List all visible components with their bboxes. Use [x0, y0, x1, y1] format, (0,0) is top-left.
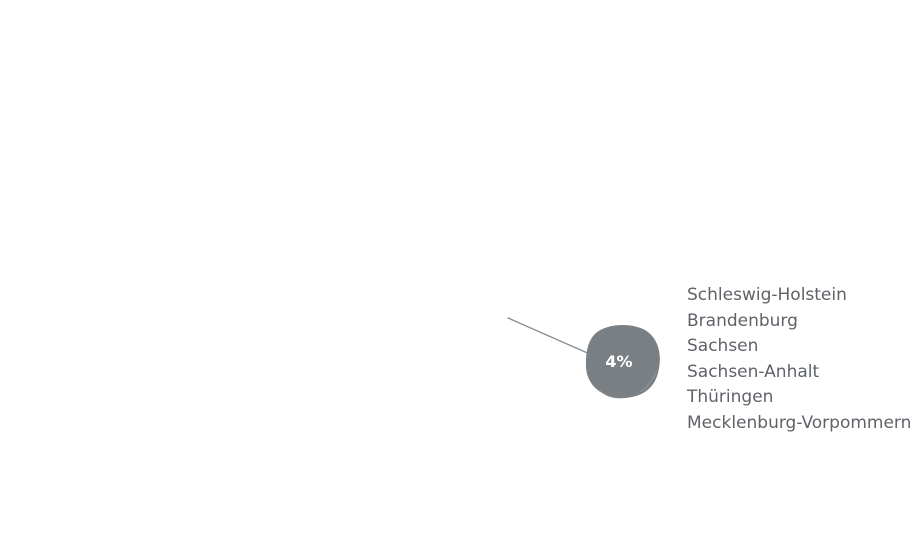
bubble-shape: [585, 324, 660, 399]
connector-line: [507, 317, 593, 356]
state-item: Schleswig-Holstein: [687, 285, 847, 305]
state-item: Mecklenburg-Vorpommern: [687, 412, 912, 433]
state-item: Brandenburg: [687, 310, 798, 331]
state-item: Sachsen: [687, 336, 759, 356]
state-item: Sachsen-Anhalt: [687, 361, 820, 382]
bubble-percent-label: 4%: [605, 352, 632, 371]
state-item: Thüringen: [687, 387, 774, 407]
bubble-sketch-edge-2: [599, 390, 619, 399]
percent-bubble: 4%: [585, 324, 660, 399]
bubble-sketch-edge: [639, 371, 657, 393]
state-list: Schleswig-Holstein Brandenburg Sachsen S…: [687, 283, 911, 436]
